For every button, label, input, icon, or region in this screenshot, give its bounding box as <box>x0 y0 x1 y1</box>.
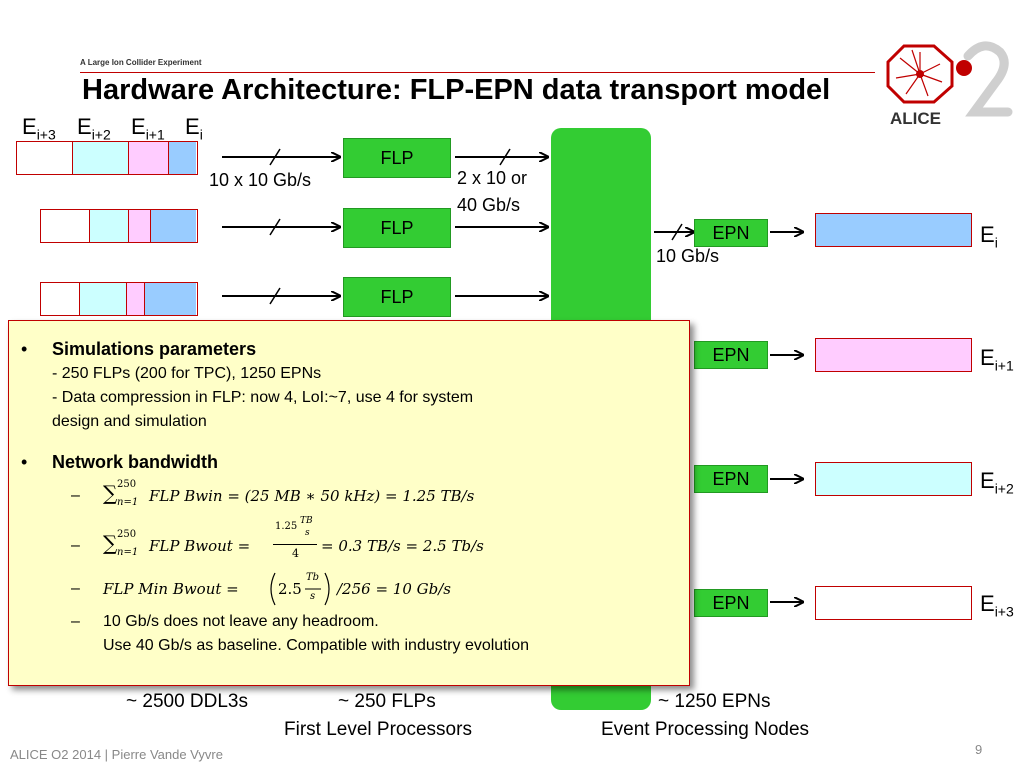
dash-4: – <box>71 613 80 630</box>
epn-bandwidth-label: 10 Gb/s <box>656 246 720 266</box>
eq2-right: = 0.3 TB/s = 2.5 Tb/s <box>321 537 484 555</box>
note-line-1: 10 Gb/s does not leave any headroom. <box>103 613 379 630</box>
input-bandwidth-label: 10 x 10 Gb/s <box>209 170 312 190</box>
eq1-body: FLP Bwin = (25 MB ∗ 50 kHz) = 1.25 TB/s <box>149 487 475 505</box>
eq1-sub: n=1 <box>117 497 139 508</box>
ddl-count-label: ~ 2500 DDL3s <box>126 691 248 712</box>
eq2-fraction-bar <box>273 544 317 545</box>
output-buffer-i2 <box>815 462 972 496</box>
flp-box-1: FLP <box>343 138 451 178</box>
eq2-left: FLP Bwout = <box>149 537 251 555</box>
eq2-num-top: TB <box>300 516 313 526</box>
flp-box-3: FLP <box>343 277 451 317</box>
eq3-parenthesized-fraction <box>270 572 330 606</box>
eq2-sub: n=1 <box>117 547 139 558</box>
experiment-tagline: A Large Ion Collider Experiment <box>80 58 202 67</box>
note-line-2: Use 40 Gb/s as baseline. Compatible with… <box>103 637 529 654</box>
output-label-i1: Ei+1 <box>980 345 1014 374</box>
eq2-den: 4 <box>292 547 299 560</box>
eq2-num: 1.25 <box>275 521 298 532</box>
alice-logo-icon <box>886 44 954 104</box>
alice-o2-logo: ALICE <box>886 41 1013 128</box>
bullet-sim: • <box>21 339 28 359</box>
event-label-i3: Ei+3 <box>22 114 56 143</box>
output-buffer-i3 <box>815 586 972 620</box>
flp-out-bandwidth-line1: 2 x 10 or <box>457 168 528 188</box>
input-buffer-1 <box>16 141 198 175</box>
flp-box-2: FLP <box>343 208 451 248</box>
output-buffer-i <box>815 213 972 247</box>
sim-line-1: - 250 FLPs (200 for TPC), 1250 EPNs <box>52 365 322 382</box>
flp-name-label: First Level Processors <box>284 719 472 740</box>
epn-count-label: ~ 1250 EPNs <box>658 691 771 712</box>
output-label-i3: Ei+3 <box>980 591 1014 620</box>
footer-text: ALICE O2 2014 | Pierre Vande Vyvre <box>10 747 223 762</box>
eq1-sum: ∑ <box>103 481 118 505</box>
eq3-frac-bot: s <box>310 591 316 602</box>
epn-box-4: EPN <box>694 589 768 617</box>
output-buffer-i1 <box>815 338 972 372</box>
event-label-i: Ei <box>185 114 203 143</box>
dash-3: – <box>71 580 80 597</box>
epn-name-label: Event Processing Nodes <box>601 719 810 740</box>
flp-count-label: ~ 250 FLPs <box>338 691 436 712</box>
bullet-net: • <box>21 452 28 472</box>
sim-line-2: - Data compression in FLP: now 4, LoI:~7… <box>52 389 474 406</box>
eq3-frac-top: Tb <box>306 572 320 583</box>
event-label-i2: Ei+2 <box>77 114 111 143</box>
epn-box-2: EPN <box>694 341 768 369</box>
input-buffer-3 <box>40 282 198 316</box>
epn-box-1: EPN <box>694 219 768 247</box>
logo-text: ALICE <box>890 109 941 128</box>
eq2-num-bot: s <box>305 528 310 538</box>
epn-box-3: EPN <box>694 465 768 493</box>
eq3-val: 2.5 <box>278 580 302 598</box>
eq2-sum: ∑ <box>103 531 118 555</box>
page-title: Hardware Architecture: FLP-EPN data tran… <box>82 74 831 106</box>
output-label-i2: Ei+2 <box>980 468 1014 497</box>
input-buffer-2 <box>40 209 198 243</box>
output-label-i: Ei <box>980 222 998 251</box>
net-title: Network bandwidth <box>52 452 218 472</box>
flp-out-bandwidth-line2: 40 Gb/s <box>457 195 521 215</box>
title-rule <box>80 72 875 73</box>
sim-title: Simulations parameters <box>52 339 257 359</box>
eq1-sup: 250 <box>117 479 137 490</box>
eq2-sup: 250 <box>117 529 137 540</box>
sim-line-3: design and simulation <box>52 413 207 430</box>
eq3-left: FLP Min Bwout = <box>103 580 239 598</box>
dash-2: – <box>71 537 80 554</box>
dash-1: – <box>71 487 80 504</box>
o2-mark-icon <box>963 41 1013 117</box>
simulation-callout: • Simulations parameters - 250 FLPs (200… <box>8 320 690 686</box>
event-label-i1: Ei+1 <box>131 114 165 143</box>
eq3-right: /256 = 10 Gb/s <box>337 580 451 598</box>
page-number: 9 <box>975 742 983 757</box>
